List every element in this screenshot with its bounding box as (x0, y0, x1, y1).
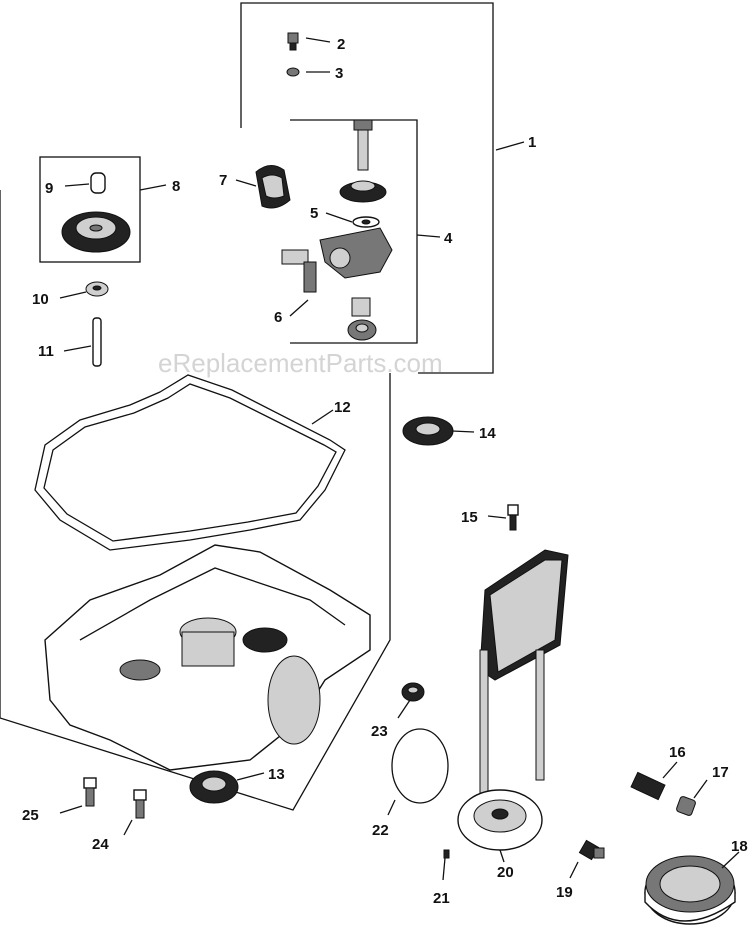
callout-5: 5 (310, 205, 318, 222)
part-17-cap (676, 796, 696, 816)
callout-16: 16 (669, 744, 686, 761)
part-18-oil-filter (644, 855, 736, 925)
callout-7: 7 (219, 172, 227, 189)
part-20-oil-filter-adapter (457, 549, 569, 851)
callout-10: 10 (32, 291, 49, 308)
callout-11: 11 (38, 343, 54, 360)
part-14-seal (402, 416, 454, 446)
part-24-screw (133, 789, 147, 819)
part-11-pin (92, 317, 102, 367)
part-13-seal (189, 770, 239, 804)
part-19-fitting (578, 839, 605, 861)
callout-2: 2 (337, 36, 345, 53)
part-7-bushing (255, 165, 291, 209)
part-2-screw (287, 32, 299, 51)
part-21-plug (443, 849, 450, 859)
callout-3: 3 (335, 65, 343, 82)
assembly-box-1 (240, 2, 494, 445)
part-8-gear (61, 211, 131, 253)
callout-14: 14 (479, 425, 496, 442)
watermark: eReplacementParts.com (158, 348, 443, 378)
callout-24: 24 (92, 836, 109, 853)
part-3-washer (286, 67, 300, 77)
part-9-pin (90, 172, 106, 194)
part-4-oil-pump (281, 119, 393, 341)
callout-9: 9 (45, 180, 53, 197)
part-15-screw (507, 504, 519, 531)
callout-21: 21 (433, 890, 450, 907)
part-22-o-ring (391, 728, 449, 804)
callout-6: 6 (274, 309, 282, 326)
callout-25: 25 (22, 807, 39, 824)
callout-19: 19 (556, 884, 573, 901)
callout-numbers: 2 3 1 4 5 6 7 8 9 10 11 12 13 14 15 16 1… (22, 36, 748, 907)
part-25-screw (83, 777, 97, 807)
callout-18: 18 (731, 838, 748, 855)
callout-4: 4 (444, 230, 453, 247)
callout-1: 1 (528, 134, 536, 151)
assembly-outline-lower (0, 190, 391, 811)
callout-22: 22 (372, 822, 389, 839)
assembly-box-8 (39, 156, 141, 263)
callout-23: 23 (371, 723, 388, 740)
part-10-washer (85, 281, 109, 297)
part-5-washer (352, 216, 380, 228)
part-16-nipple (630, 771, 666, 801)
callout-8: 8 (172, 178, 180, 195)
part-12-gasket (34, 374, 346, 551)
oil-pan-housing (44, 544, 371, 771)
callout-15: 15 (461, 509, 478, 526)
callout-17: 17 (712, 764, 729, 781)
leader-lines (59, 37, 740, 881)
callout-12: 12 (334, 399, 351, 416)
callout-13: 13 (268, 766, 285, 783)
callout-20: 20 (497, 864, 514, 881)
part-23-fitting (401, 682, 425, 702)
